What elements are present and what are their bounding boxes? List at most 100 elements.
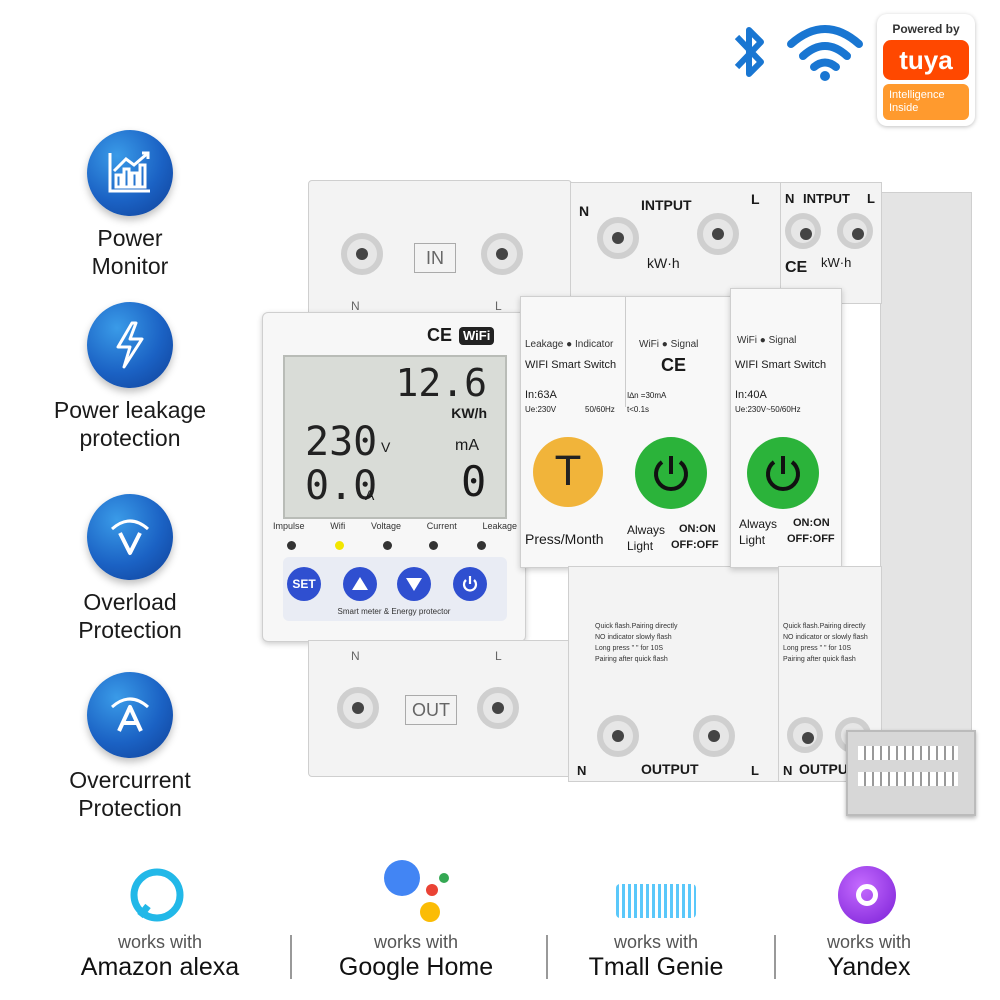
power-icon	[766, 456, 800, 491]
assistant-alexa: works with Amazon alexa	[40, 932, 280, 982]
tuya-badge: Powered by tuya Intelligence Inside	[877, 14, 975, 126]
down-arrow-icon	[406, 578, 422, 591]
terminal-screw	[597, 217, 639, 259]
set-button[interactable]: SET	[287, 567, 321, 601]
terminal-screw	[481, 233, 523, 275]
switch1-l-label: L	[751, 763, 759, 778]
voltage-unit: V	[381, 439, 391, 455]
switch2-info: Quick flash.Pairing directly NO indicato…	[783, 621, 868, 665]
feature-label-line2: Protection	[78, 617, 182, 643]
switch1-freq: 50/60Hz	[585, 405, 615, 414]
switch1-t: t<0.1s	[627, 405, 650, 414]
wifi-icon	[785, 20, 865, 82]
yandex-alice-logo	[838, 866, 896, 924]
power-button[interactable]	[453, 567, 487, 601]
kwh-unit: KW/h	[451, 405, 487, 421]
ampere-icon	[87, 672, 173, 758]
switch1-rating: In:63A	[525, 389, 557, 401]
switch1-divider	[625, 297, 626, 407]
divider	[546, 935, 548, 979]
switch2-n-label: N	[783, 763, 793, 778]
assistant-name: Google Home	[338, 953, 494, 981]
meter-top-block: IN N L	[308, 180, 572, 332]
chart-icon	[87, 130, 173, 216]
meter-n-label: N	[351, 299, 360, 313]
switch1-ce-mark: CE	[661, 355, 687, 375]
switch1-input-label: INTPUT	[641, 197, 692, 213]
switch1-top-block: N INTPUT L kW·h	[570, 182, 782, 304]
voltage-value: 230	[305, 419, 378, 465]
current-value: 0.0	[305, 463, 378, 509]
divider	[290, 935, 292, 979]
terminal-screw	[785, 213, 821, 249]
switch1-leakage-label: Leakage ● Indicator	[525, 339, 614, 350]
switch2-always-label: Always	[739, 517, 778, 531]
indicator-led-wifi	[335, 541, 344, 550]
powered-by-label: Powered by	[892, 22, 960, 36]
switch1-wifi-signal: WiFi ● Signal	[639, 339, 699, 350]
switch1-always-label: Always	[627, 523, 666, 537]
feature-label-line1: Overload	[83, 589, 177, 615]
switch2-info-line: Long press " " for 10S	[783, 645, 852, 652]
switch2-signal-text: Signal	[768, 335, 797, 346]
ma-unit: mA	[455, 437, 479, 454]
switch1-n-label: N	[579, 203, 590, 219]
switch2-wifi-signal: WiFi ● Signal	[737, 335, 797, 346]
voltage-icon	[87, 494, 173, 580]
switch1-onon-label: ON:ON	[679, 523, 716, 535]
feature-label-line1: Power	[97, 225, 163, 251]
indicator-wifi: Wifi	[330, 521, 346, 531]
up-button[interactable]	[343, 567, 377, 601]
meter-wifi-badge: WiFi	[459, 327, 495, 345]
feature-label-line1: Power leakage	[53, 397, 207, 423]
terminal-screw	[341, 233, 383, 275]
test-button[interactable]: T	[533, 437, 603, 507]
switch2-wifi-text: WiFi	[737, 335, 757, 346]
indicator-voltage: Voltage	[370, 521, 401, 531]
indicator-led	[477, 541, 486, 550]
indicator-led	[383, 541, 392, 550]
switch2-ce-mark: CE	[785, 259, 808, 276]
switch2-l-label: L	[867, 191, 875, 206]
terminal-screw	[837, 213, 873, 249]
switch1-info-line: NO indicator slowly flash	[595, 634, 672, 641]
lcd-screen: 12.6 KW/h 230 V 0.0 A mA 0	[283, 355, 507, 519]
meter-footer-label: Smart meter & Energy protector	[337, 607, 451, 616]
switch2-output-label: OUTPUT	[799, 761, 857, 777]
meter-bottom-block: N L OUT	[308, 640, 572, 777]
switch1-info-line: Pairing after quick flash	[595, 656, 668, 663]
divider	[774, 935, 776, 979]
alexa-logo	[128, 866, 186, 924]
intelligence-label: Intelligence	[889, 89, 945, 101]
feature-label-line1: Overcurrent	[69, 767, 191, 793]
down-button[interactable]	[397, 567, 431, 601]
switch2-body: WiFi ● Signal WIFI Smart Switch In:40A U…	[730, 288, 842, 568]
works-with-label: works with	[373, 932, 458, 952]
terminal-screw	[477, 687, 519, 729]
terminal-screw	[693, 715, 735, 757]
lightning-icon	[87, 302, 173, 388]
works-with-label: works with	[613, 932, 698, 952]
switch2-side-shadow	[880, 192, 972, 784]
assistant-yandex: works with Yandex	[784, 932, 954, 982]
feature-label-line2: Monitor	[91, 253, 169, 279]
switch1-title: WIFI Smart Switch	[525, 359, 617, 371]
works-with-label: works with	[826, 932, 911, 952]
meter-l-label: L	[495, 649, 502, 663]
works-with-label: works with	[117, 932, 202, 952]
switch2-power-button[interactable]	[747, 437, 819, 509]
switch1-leakage-text: Leakage	[525, 339, 564, 350]
indicator-leakage: Leakage	[482, 521, 517, 531]
breaker-row	[858, 772, 958, 786]
switch1-info-line: Quick flash.Pairing directly	[595, 623, 678, 630]
switch1-power-button[interactable]	[635, 437, 707, 509]
switch2-rating: In:40A	[735, 389, 767, 401]
switch1-output-label: OUTPUT	[641, 761, 699, 777]
switch1-info: Quick flash.Pairing directly NO indicato…	[595, 621, 677, 665]
indicator-led	[429, 541, 438, 550]
assistant-name: Tmall Genie	[588, 953, 724, 981]
google-assistant-logo	[382, 856, 452, 926]
meter-body: CE WiFi 12.6 KW/h 230 V 0.0 A mA 0 Impul…	[262, 312, 526, 642]
meter-out-label: OUT	[405, 695, 457, 725]
